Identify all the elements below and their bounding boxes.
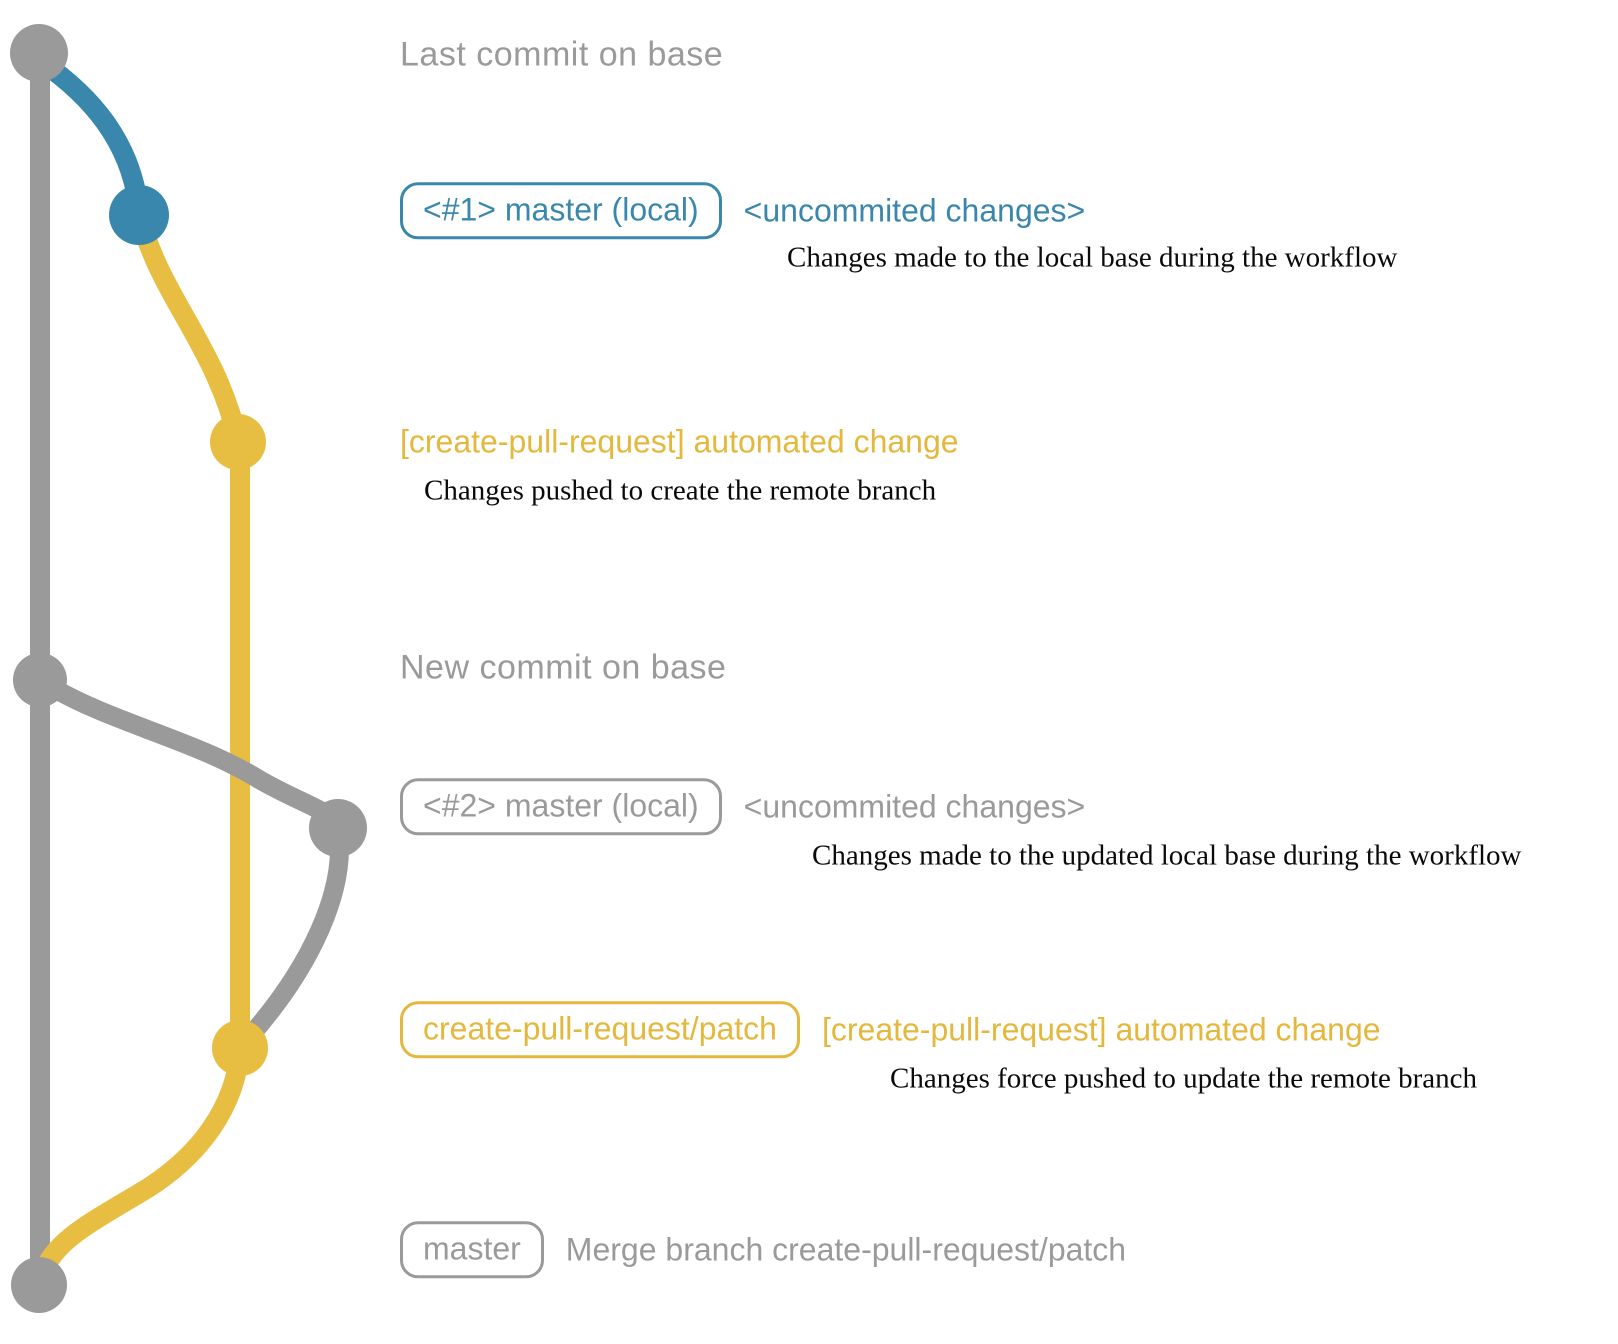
commit-dot-merge	[11, 1257, 67, 1313]
commit-dot-last-base	[10, 24, 68, 82]
branch-curve-updated-local	[34, 672, 346, 832]
message-uncommited-changes-1: <uncommited changes>	[743, 192, 1086, 229]
detail-changes-pushed: Changes pushed to create the remote bran…	[424, 474, 937, 507]
detail-changes-force-pushed: Changes force pushed to update the remot…	[890, 1062, 1478, 1095]
badge-create-pull-request-patch: create-pull-request/patch	[400, 1001, 800, 1059]
commit-dot-remote-2	[212, 1020, 268, 1076]
message-automated-change-2: [create-pull-request] automated change	[821, 1011, 1381, 1048]
commit-dot-local-1	[109, 185, 169, 245]
badge-master-local-2: <#2> master (local)	[400, 778, 722, 836]
badge-master: master	[400, 1221, 544, 1279]
branch-curve-remote-create	[129, 212, 248, 443]
commit-dot-new-base	[13, 653, 67, 707]
label-last-commit-on-base: Last commit on base	[400, 35, 724, 74]
branch-graph	[10, 24, 367, 1313]
message-uncommited-changes-2: <uncommited changes>	[743, 788, 1086, 825]
commit-dot-remote-1	[210, 414, 266, 470]
message-automated-change-1: [create-pull-request] automated change	[400, 423, 959, 460]
branch-curve-merge	[31, 1047, 250, 1282]
detail-local-base-changes: Changes made to the local base during th…	[787, 241, 1398, 274]
label-new-commit-on-base: New commit on base	[400, 648, 727, 687]
detail-updated-local-base-changes: Changes made to the updated local base d…	[812, 839, 1522, 872]
message-merge-branch: Merge branch create-pull-request/patch	[565, 1231, 1127, 1268]
branch-curve-force-push	[235, 828, 349, 1051]
commit-dot-local-2	[309, 799, 367, 857]
badge-master-local-1: <#1> master (local)	[400, 182, 722, 240]
